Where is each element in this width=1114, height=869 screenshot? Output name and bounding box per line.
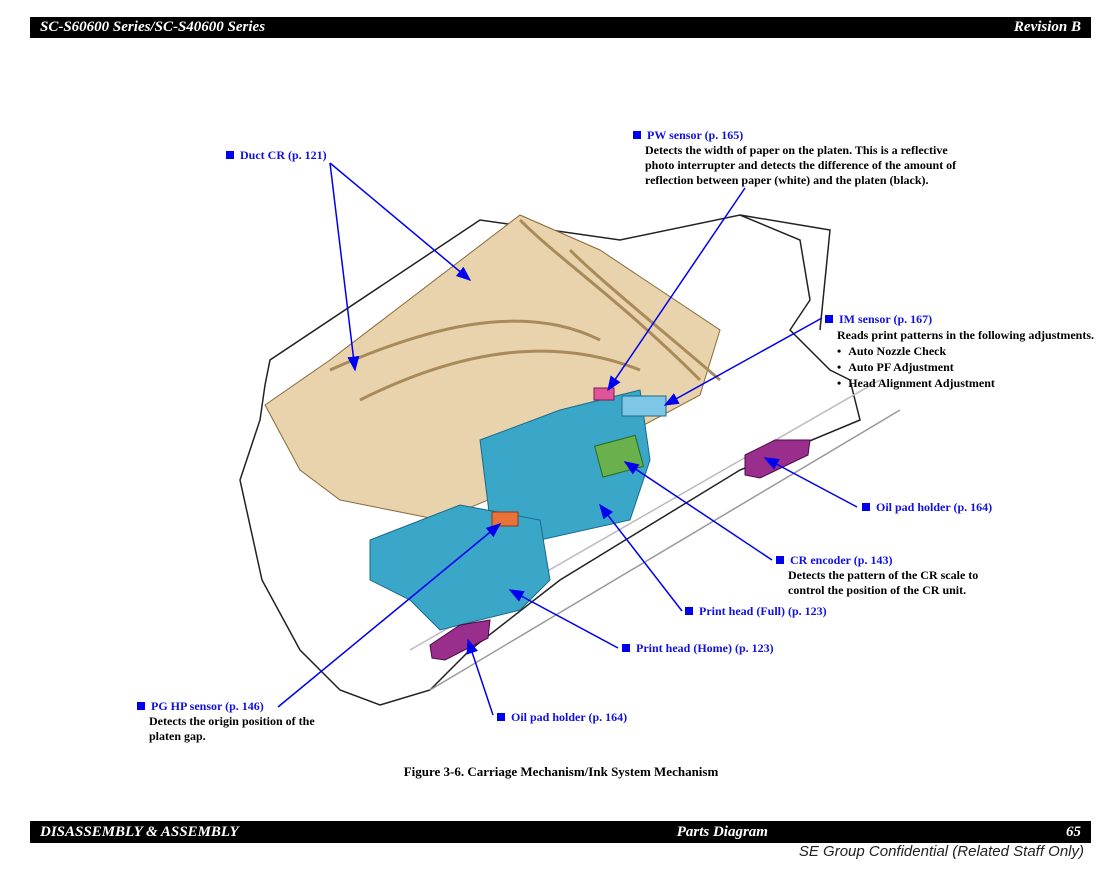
pw-sensor-desc: photo interrupter and detects the differ…	[645, 158, 957, 172]
cr-encoder-link[interactable]: CR encoder (p. 143)	[776, 553, 978, 568]
oil-pad-bottom-link[interactable]: Oil pad holder (p. 164)	[497, 710, 627, 725]
im-sensor-desc: Reads print patterns in the following ad…	[837, 328, 1095, 342]
pw-sensor-desc: reflection between paper (white) and the…	[645, 173, 929, 187]
im-sensor-item: Head Alignment Adjustment	[837, 375, 1094, 391]
page-footer: DISASSEMBLY & ASSEMBLY Parts Diagram 65	[30, 821, 1091, 843]
im-sensor-part	[621, 395, 667, 417]
callout-im-sensor: IM sensor (p. 167) Reads print patterns …	[825, 311, 1094, 391]
pw-sensor-link[interactable]: PW sensor (p. 165)	[633, 128, 956, 143]
pw-sensor-part	[593, 387, 615, 401]
footer-page-number: 65	[1065, 823, 1081, 840]
oil-pad-holder-bottom	[429, 619, 491, 661]
callout-pw-sensor: PW sensor (p. 165) Detects the width of …	[633, 128, 956, 188]
pg-hp-sensor-link[interactable]: PG HP sensor (p. 146)	[137, 699, 315, 714]
ink-tubes	[329, 218, 721, 402]
cr-encoder-desc: Detects the pattern of the CR scale to	[788, 568, 979, 582]
im-sensor-item: Auto Nozzle Check	[837, 343, 1094, 359]
callout-lines	[277, 162, 858, 716]
callout-pg-hp-sensor: PG HP sensor (p. 146) Detects the origin…	[137, 699, 315, 744]
cr-encoder-desc: control the position of the CR unit.	[788, 583, 967, 597]
callout-duct-cr: Duct CR (p. 121)	[226, 148, 327, 163]
figure-caption: Figure 3-6. Carriage Mechanism/Ink Syste…	[403, 764, 719, 779]
oil-pad-right-link[interactable]: Oil pad holder (p. 164)	[862, 500, 992, 515]
header-revision: Revision B	[1013, 19, 1081, 35]
im-sensor-item: Auto PF Adjustment	[837, 359, 1094, 375]
header-series: SC-S60600 Series/SC-S40600 Series	[40, 19, 266, 35]
pg-hp-sensor-part	[491, 511, 519, 527]
callout-oil-pad-bottom: Oil pad holder (p. 164)	[497, 710, 627, 725]
pg-hp-sensor-desc: platen gap.	[149, 729, 206, 743]
callout-oil-pad-right: Oil pad holder (p. 164)	[862, 500, 992, 515]
confidential-notice: SE Group Confidential (Related Staff Onl…	[798, 843, 1084, 860]
pw-sensor-desc: Detects the width of paper on the platen…	[645, 143, 948, 157]
callout-print-head-home: Print head (Home) (p. 123)	[622, 641, 774, 656]
duct-cr-link[interactable]: Duct CR (p. 121)	[226, 148, 327, 163]
callout-print-head-full: Print head (Full) (p. 123)	[685, 604, 827, 619]
footer-chapter: DISASSEMBLY & ASSEMBLY	[40, 823, 239, 840]
im-sensor-link[interactable]: IM sensor (p. 167)	[825, 311, 1094, 327]
print-head-home	[369, 504, 551, 631]
page-header: SC-S60600 Series/SC-S40600 Series Revisi…	[30, 17, 1091, 38]
print-head-home-link[interactable]: Print head (Home) (p. 123)	[622, 641, 774, 656]
print-head-full-link[interactable]: Print head (Full) (p. 123)	[685, 604, 827, 619]
callout-cr-encoder: CR encoder (p. 143) Detects the pattern …	[776, 553, 978, 598]
footer-section: Parts Diagram	[676, 823, 768, 840]
pg-hp-sensor-desc: Detects the origin position of the	[149, 714, 315, 728]
